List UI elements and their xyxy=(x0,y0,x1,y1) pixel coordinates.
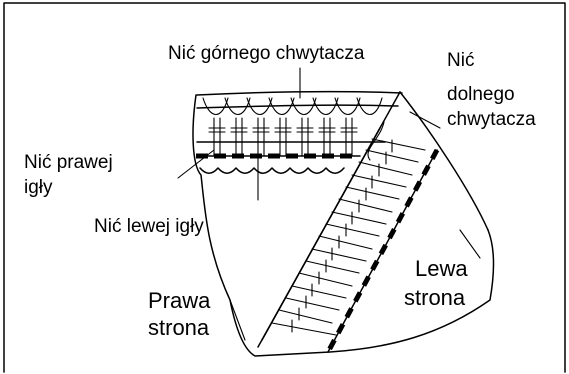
leader-left-side xyxy=(460,230,480,258)
label-lower-looper-thread-1: Nić xyxy=(447,50,474,71)
label-right-side-2: strona xyxy=(148,315,210,340)
diagonal-seam xyxy=(258,92,437,352)
label-upper-looper-thread: Nić górnego chwytacza xyxy=(168,43,365,64)
label-right-needle-thread-1: Nić prawej xyxy=(24,152,113,173)
horizontal-seam xyxy=(196,92,402,174)
seam-scallop xyxy=(200,168,344,173)
fabric-outline xyxy=(193,95,493,356)
label-lower-looper-thread-2: dolnego xyxy=(447,84,515,105)
label-left-side-2: strona xyxy=(404,285,466,310)
label-left-needle-thread: Nić lewej igły xyxy=(94,216,204,237)
label-left-side-1: Lewa xyxy=(415,256,468,281)
label-right-needle-thread-2: igły xyxy=(24,177,53,198)
leader-right-side xyxy=(230,300,245,340)
label-lower-looper-thread-3: chwytacza xyxy=(447,109,536,130)
label-right-side-1: Prawa xyxy=(148,288,211,313)
